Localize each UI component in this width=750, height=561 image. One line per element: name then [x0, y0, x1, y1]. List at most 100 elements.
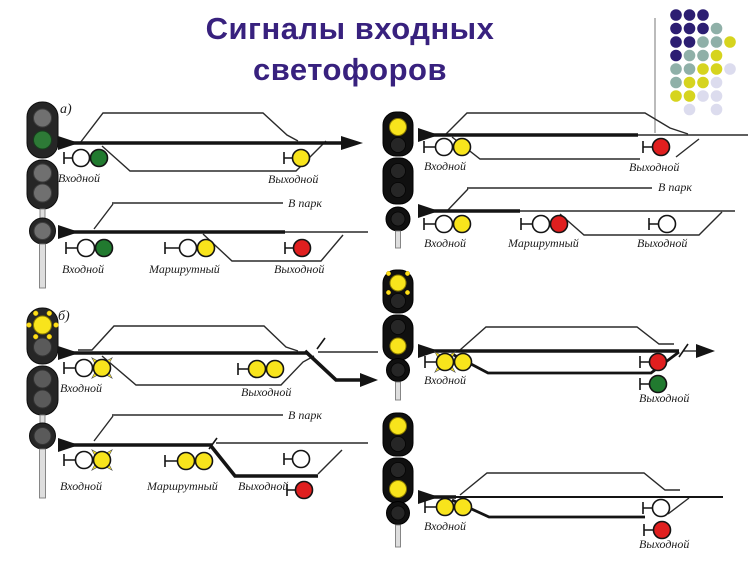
label-entrance-signal: Входной	[424, 519, 467, 533]
diagram-a-main	[58, 112, 363, 172]
mast-pole	[395, 381, 401, 401]
label-entrance-signal: Входной	[60, 381, 103, 395]
entrance-signal-symbol	[424, 497, 473, 517]
exit-signal-symbol	[284, 238, 312, 258]
label-entrance-signal: Входной	[424, 236, 467, 250]
diagram-right-1	[418, 112, 748, 160]
lens-yellow-flashing	[389, 274, 407, 292]
exit-arrow-icon	[360, 373, 378, 387]
label-exit-signal: Выходной	[637, 236, 688, 250]
mast-pole	[395, 524, 401, 548]
diagram-b-park	[58, 414, 368, 500]
label-exit-signal: Выходной	[629, 160, 680, 174]
lens-off	[33, 163, 52, 183]
lens-off	[390, 462, 406, 478]
exit-signal-symbol-open	[639, 374, 668, 394]
diagram-right-4	[418, 472, 723, 540]
section-label-b: б)	[58, 309, 70, 324]
diagram-right-3	[418, 326, 715, 394]
entrance-signal-symbol	[423, 214, 472, 234]
signal-mast-b	[26, 307, 59, 499]
lens-green-on	[33, 130, 52, 150]
exit-signal-symbol-closed	[643, 520, 672, 540]
lens-off	[390, 319, 406, 335]
label-exit-signal: Выходной	[241, 385, 292, 399]
label-entrance-signal: Входной	[58, 171, 101, 185]
track-break-mark	[678, 343, 689, 358]
diagram-right-2	[418, 187, 735, 236]
label-entrance-signal: Входной	[424, 373, 467, 387]
lens-off	[390, 505, 406, 521]
decor-corner	[654, 9, 736, 133]
lens-off	[390, 436, 406, 452]
title-line-2: светофоров	[252, 52, 447, 87]
entry-arrow-icon	[58, 136, 79, 150]
entrance-signal-symbol	[423, 137, 472, 157]
lens-yellow-on	[389, 417, 407, 435]
entrance-signal-symbol	[65, 238, 114, 258]
lens-off	[33, 108, 52, 128]
decor-dot-grid	[670, 9, 736, 116]
title-line-1: Сигналы входных	[205, 11, 495, 46]
lens-yellow-on	[389, 118, 407, 136]
exit-signal-symbol	[283, 148, 311, 168]
signal-mast-right-bottom	[382, 412, 414, 548]
lens-off	[33, 222, 52, 240]
entry-arrow-icon	[418, 344, 439, 358]
lens-off	[33, 427, 52, 445]
lens-off	[390, 163, 406, 179]
label-exit-signal: Выходной	[639, 391, 690, 405]
entry-arrow-icon	[418, 128, 439, 142]
lens-yellow-on	[389, 480, 407, 498]
exit-signal-symbol-closed	[286, 480, 314, 500]
lens-off	[390, 182, 406, 198]
exit-arrow-icon	[341, 136, 363, 150]
diagram-a-park	[58, 202, 368, 262]
entrance-signal-symbol	[424, 351, 473, 373]
route-signal-symbol	[520, 214, 569, 234]
entry-arrow-icon	[418, 490, 439, 504]
exit-signal-symbol-open	[642, 498, 671, 518]
exit-signal-symbol-closed	[639, 352, 668, 372]
signal-mast-right-top	[382, 111, 414, 249]
signal-mast-a	[26, 101, 59, 289]
label-to-park: В парк	[288, 408, 322, 422]
mast-pole	[39, 448, 46, 499]
section-label-a: а)	[60, 102, 72, 117]
lens-yellow-on	[389, 337, 407, 355]
route-signal-symbol	[164, 238, 216, 258]
label-to-park: В парк	[288, 196, 322, 210]
lens-off	[390, 137, 406, 153]
lens-off	[33, 389, 52, 409]
label-route-signal: Маршрутный	[149, 262, 220, 276]
exit-signal-symbol-open	[283, 449, 311, 469]
lens-off	[390, 362, 406, 378]
entry-arrow-icon	[58, 346, 79, 360]
mast-pole	[39, 243, 46, 289]
entry-arrow-icon	[58, 438, 79, 452]
lens-off	[390, 293, 406, 309]
entry-arrow-icon	[418, 204, 439, 218]
exit-arrow-icon	[696, 344, 715, 358]
label-exit-signal: Выходной	[238, 479, 289, 493]
lens-off	[33, 337, 52, 357]
label-exit-signal: Выходной	[639, 537, 690, 551]
label-exit-signal: Выходной	[268, 172, 319, 186]
lens-yellow-flashing	[33, 315, 52, 335]
entry-arrow-icon	[58, 225, 79, 239]
lens-off	[33, 369, 52, 389]
exit-signal-symbol	[642, 137, 671, 157]
lens-off	[390, 211, 406, 227]
exit-signal-symbol	[237, 359, 285, 379]
page-title: Сигналы входных светофоров	[95, 8, 605, 90]
route-signal-symbol	[164, 451, 214, 471]
entrance-signal-symbol	[63, 357, 113, 379]
signal-mast-right-middle	[382, 269, 414, 401]
lens-off	[33, 183, 52, 203]
entrance-signal-symbol	[63, 148, 109, 168]
diagram-b-main	[58, 325, 378, 387]
label-entrance-signal: Входной	[424, 159, 467, 173]
label-exit-signal: Выходной	[274, 262, 325, 276]
